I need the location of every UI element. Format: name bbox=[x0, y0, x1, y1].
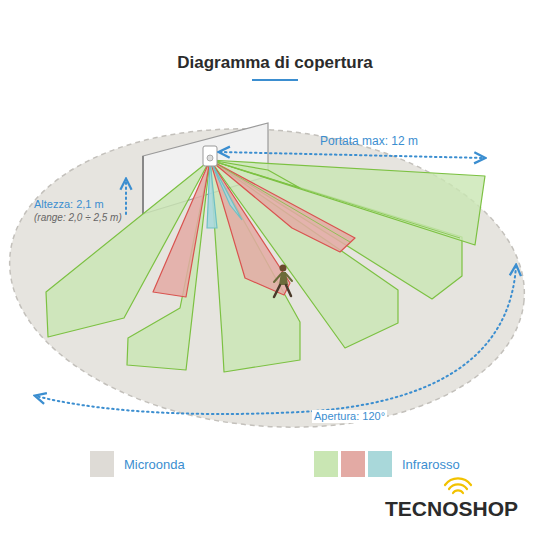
legend-swatch bbox=[90, 451, 114, 477]
legend-swatch-red bbox=[341, 451, 365, 477]
sensor-device bbox=[203, 146, 217, 166]
infrared-zones-red bbox=[153, 160, 355, 297]
microwave-area bbox=[0, 108, 537, 448]
legend-swatch-cyan bbox=[368, 451, 392, 477]
legend-text: Microonda bbox=[124, 457, 185, 472]
legend-swatch bbox=[314, 451, 338, 477]
wall-edge bbox=[142, 156, 144, 214]
logo-wifi-icon bbox=[445, 478, 471, 493]
height-label: Altezza: 2,1 m bbox=[34, 198, 104, 211]
legend-entry: Microonda bbox=[90, 451, 185, 477]
legend-text: Infrarosso bbox=[402, 457, 460, 472]
zone-rays bbox=[210, 160, 460, 242]
diagram-title: Diagramma di copertura bbox=[0, 53, 550, 73]
infrared-zones-green bbox=[46, 160, 485, 372]
range-label: Portata max: 12 m bbox=[320, 134, 418, 148]
legend-entry: Infrarosso bbox=[314, 451, 460, 477]
aperture-label: Apertura: 120° bbox=[312, 410, 387, 423]
title-underline bbox=[252, 79, 298, 81]
aperture-arc bbox=[36, 266, 516, 414]
brand-logo: TECNOSHOP bbox=[385, 496, 518, 521]
infrared-zones-cyan bbox=[207, 160, 242, 228]
height-arrow bbox=[125, 180, 127, 214]
sensor-lens bbox=[207, 155, 213, 161]
range-arrow bbox=[220, 152, 484, 158]
height-range-note: (range: 2,0 ÷ 2,5 m) bbox=[34, 212, 122, 224]
person-figure bbox=[274, 265, 292, 298]
